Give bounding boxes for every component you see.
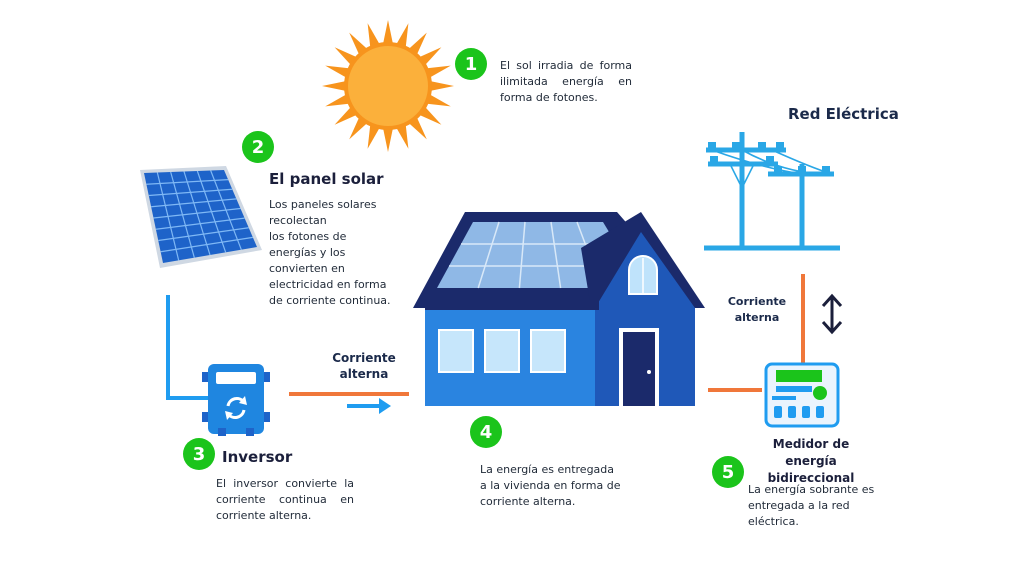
step-5-text: La energía sobrante es entregada a la re… — [748, 482, 888, 530]
step-2-line: de corriente continua. — [269, 294, 391, 307]
house-icon — [413, 212, 705, 406]
step-5-title: Medidor de energía bidireccional — [746, 436, 876, 487]
step-2-line: los fotones de — [269, 230, 347, 243]
step-2-line: Los paneles solares — [269, 198, 377, 211]
step-5-line: eléctrica. — [748, 515, 799, 528]
step-2-title: El panel solar — [269, 170, 384, 188]
step-3-text: El inversor convierte la corriente conti… — [216, 476, 354, 524]
inverter-icon — [202, 364, 270, 436]
step-4-line: La energía es entregada — [480, 463, 615, 476]
panel-cable — [166, 295, 210, 400]
step-1-line: ilimitada energía en — [500, 75, 632, 88]
ac-flow-line — [289, 392, 409, 414]
step-3-line: corriente alterna. — [216, 509, 312, 522]
ac-grid-label-line: alterna — [734, 311, 780, 324]
step-3-badge: 3 — [183, 438, 215, 470]
bidirectional-arrow-icon — [821, 293, 843, 335]
step-3-line: corriente continua en — [216, 493, 354, 506]
grid-title: Red Eléctrica — [788, 105, 899, 123]
sun-icon — [322, 20, 454, 152]
step-2-line: convierten en — [269, 262, 345, 275]
step-4-line: a la vivienda en forma de — [480, 479, 621, 492]
ac-flow-label: Corriente alterna — [324, 350, 404, 382]
step-5-title-line: bidireccional — [767, 471, 855, 485]
step-5-line: entregada a la red — [748, 499, 850, 512]
meter-line — [708, 388, 762, 392]
ac-flow-label-line: alterna — [339, 367, 389, 381]
step-2-line: recolectan — [269, 214, 327, 227]
step-1-line: forma de fotones. — [500, 91, 598, 104]
ac-grid-label: Corriente alterna — [724, 294, 790, 326]
grid-line — [801, 274, 805, 368]
step-4-line: corriente alterna. — [480, 495, 576, 508]
step-2-badge: 2 — [242, 131, 274, 163]
step-4-badge: 4 — [470, 416, 502, 448]
solar-panel-icon — [140, 166, 262, 268]
ac-flow-label-line: Corriente — [332, 351, 396, 365]
step-2-line: energías y los — [269, 246, 346, 259]
step-2-text: Los paneles solares recolectan los foton… — [269, 197, 399, 309]
step-4-text: La energía es entregada a la vivienda en… — [480, 462, 640, 510]
step-5-badge: 5 — [712, 456, 744, 488]
power-tower-icon — [704, 132, 840, 251]
ac-grid-label-line: Corriente — [727, 295, 787, 308]
step-3-line: El inversor convierte la — [216, 477, 354, 490]
step-2-line: electricidad en forma — [269, 278, 387, 291]
step-1-text: El sol irradia de forma ilimitada energí… — [500, 58, 632, 106]
step-1-badge: 1 — [455, 48, 487, 80]
energy-meter-icon — [764, 362, 840, 428]
step-1-line: El sol irradia de forma — [500, 59, 632, 72]
step-3-title: Inversor — [222, 448, 293, 466]
step-5-line: La energía sobrante es — [748, 483, 875, 496]
step-5-title-line: Medidor de energía — [772, 437, 850, 468]
